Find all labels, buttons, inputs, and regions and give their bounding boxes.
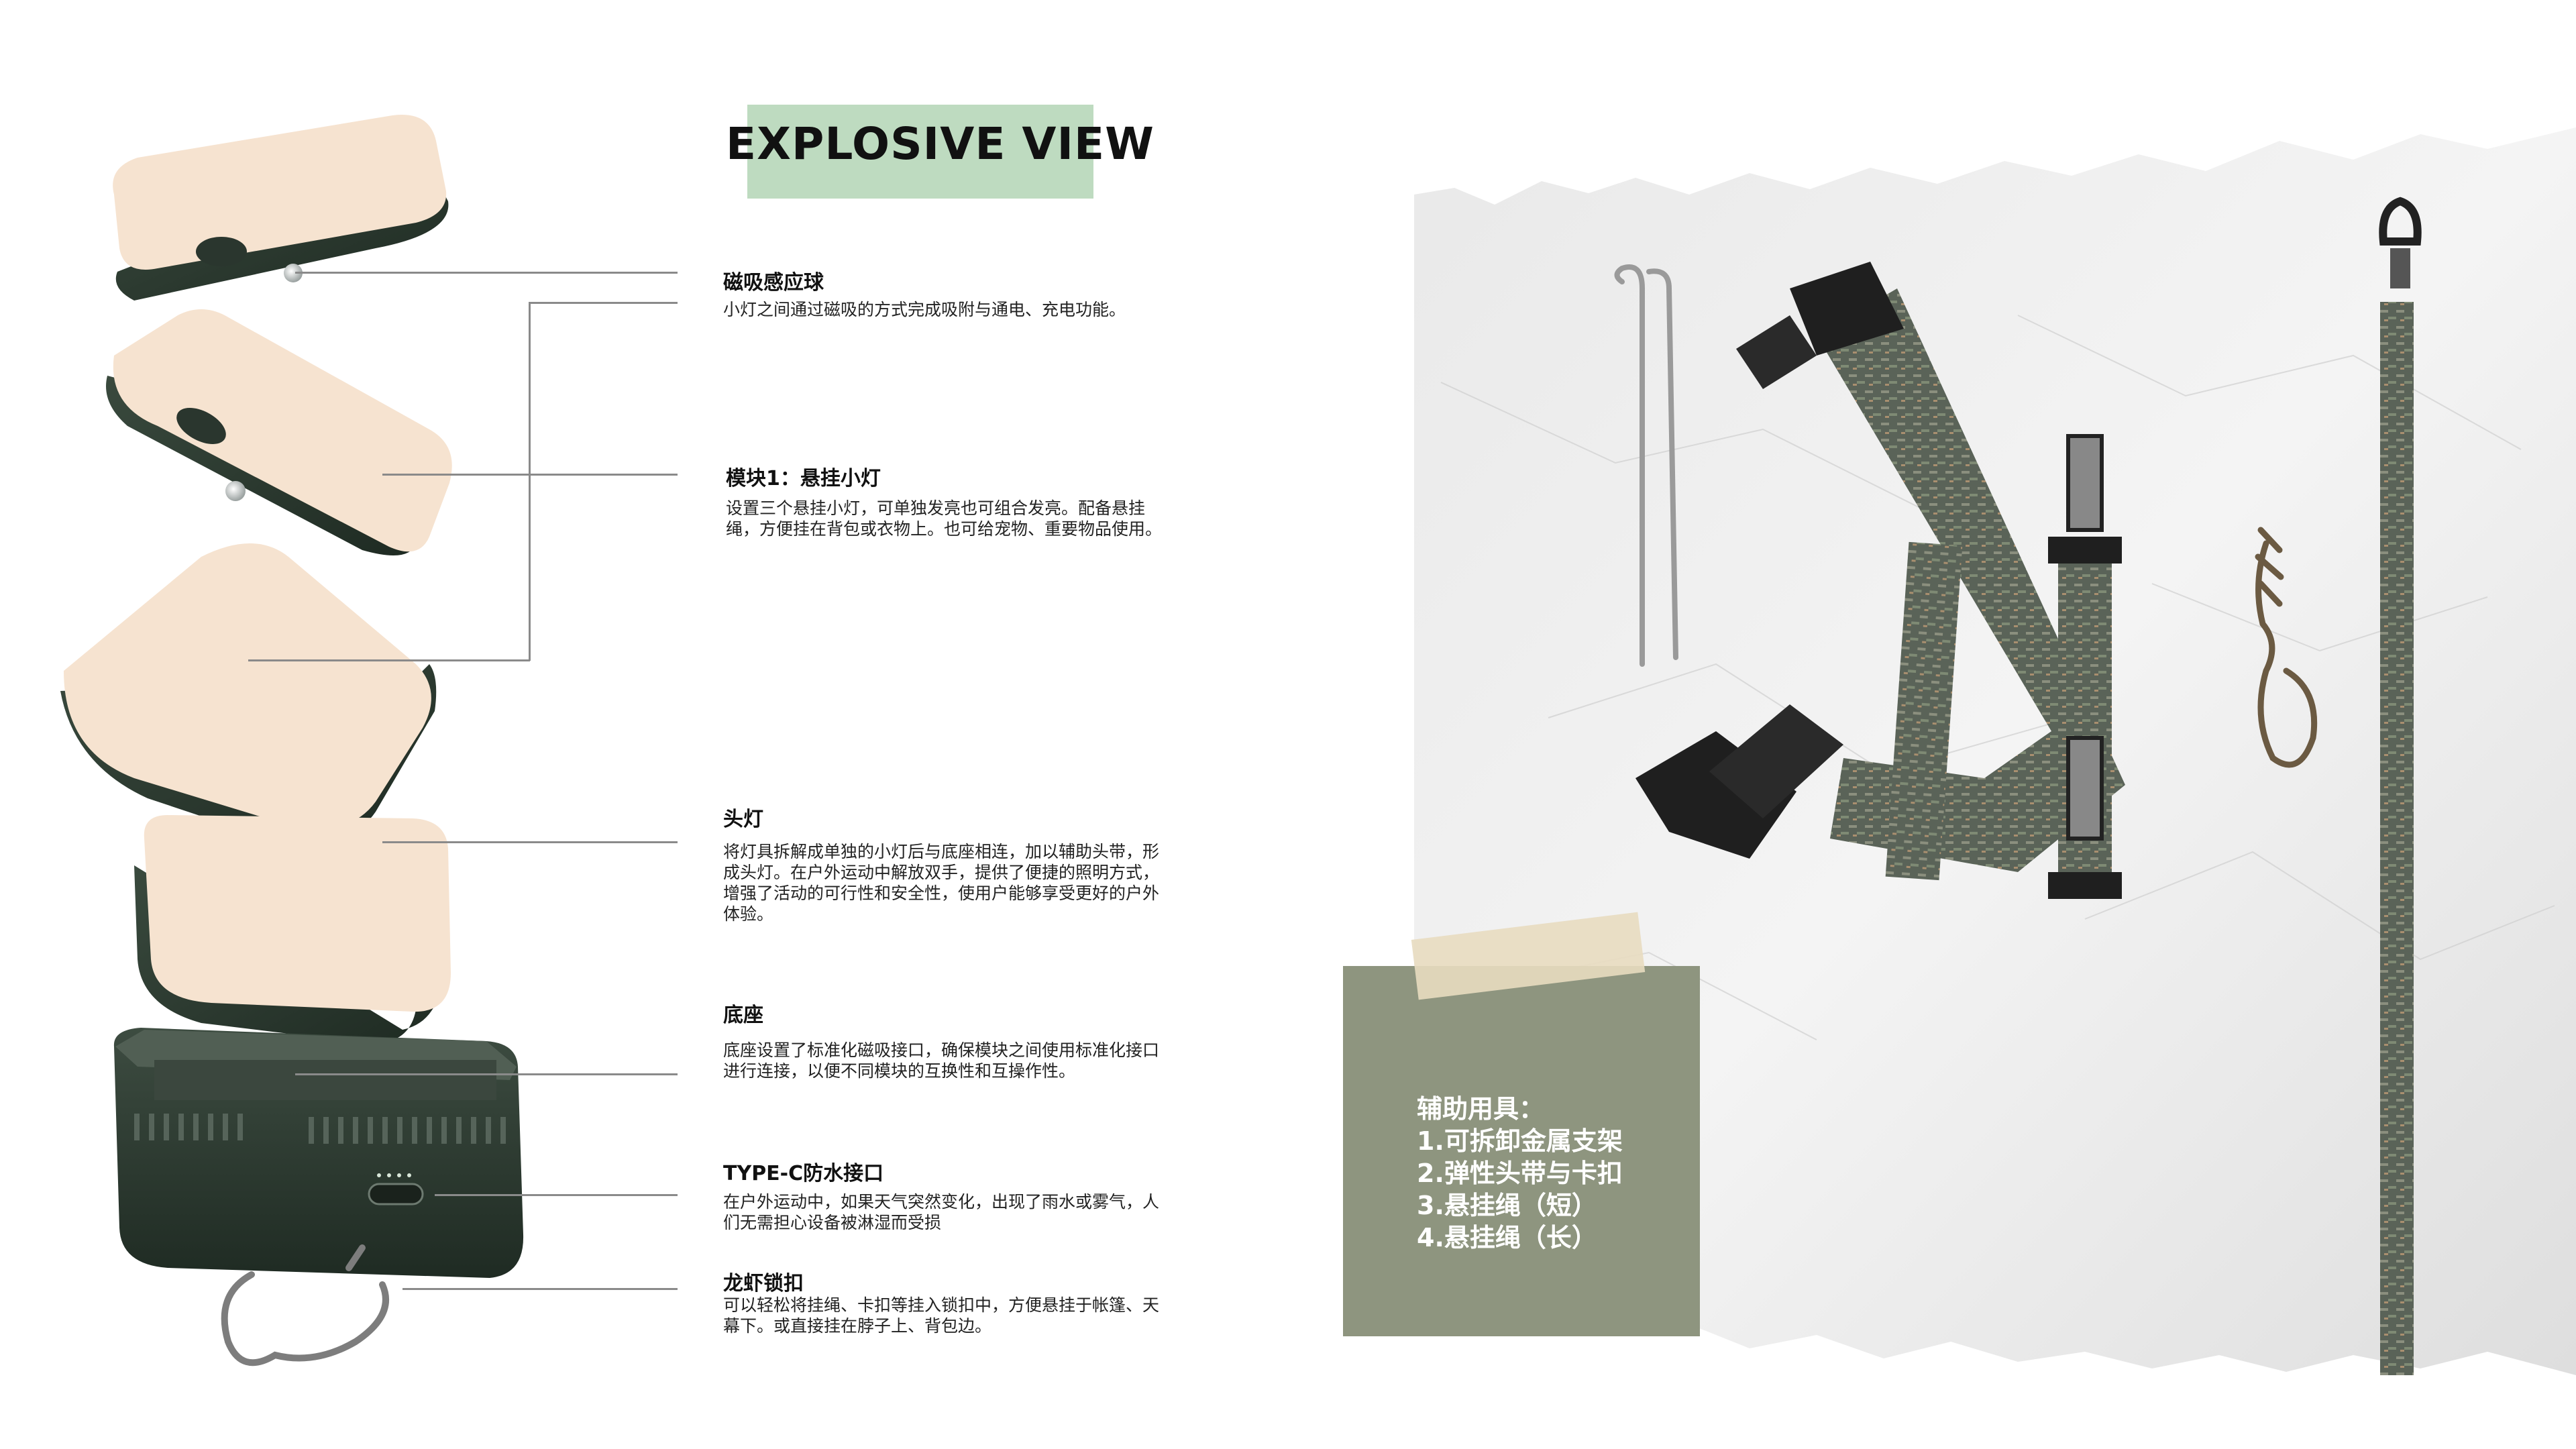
headband-strap (1635, 262, 2125, 872)
annotation-body-lobster-clasp: 可以轻松将挂绳、卡扣等挂入锁扣中，方便悬挂于帐篷、天幕下。或直接挂在脖子上、背包… (723, 1295, 1160, 1336)
lamp-module-top (113, 115, 449, 301)
accessories-item-2: 2.弹性头带与卡扣 (1417, 1159, 1623, 1188)
accessories-item-3: 3.悬挂绳（短） (1417, 1191, 1597, 1220)
leader-line-headlamp (382, 841, 678, 843)
annotation-body-module1: 设置三个悬挂小灯，可单独发亮也可组合发亮。配备悬挂绳，方便挂在背包或衣物上。也可… (726, 498, 1163, 539)
accessories-item-4: 4.悬挂绳（长） (1417, 1223, 1597, 1252)
annotation-heading-magnet-ball: 磁吸感应球 (723, 271, 824, 294)
title-tape (747, 105, 1093, 199)
lamp-module-bottom (60, 543, 437, 842)
accessories-item-1: 1.可拆卸金属支架 (1417, 1126, 1623, 1156)
exploded-product-illustration (0, 0, 724, 1449)
annotation-body-magnet-ball: 小灯之间通过磁吸的方式完成吸附与通电、充电功能。 (723, 300, 1126, 319)
leader-line-module1-bottom (248, 659, 530, 661)
annotation-body-typec: 在户外运动中，如果天气突然变化，出现了雨水或雾气，人们无需担心设备被淋湿而受损 (723, 1192, 1160, 1232)
annotation-heading-base: 底座 (723, 1004, 763, 1027)
short-hanging-rope (2255, 527, 2318, 768)
page-title: EXPLOSIVE VIEW (726, 118, 1155, 170)
annotation-heading-lobster-clasp: 龙虾锁扣 (723, 1272, 804, 1295)
adjuster-strap (1885, 434, 2122, 899)
leader-line-typec (435, 1194, 678, 1196)
annotation-heading-module1: 模块1：悬挂小灯 (726, 467, 881, 490)
annotation-body-base: 底座设置了标准化磁吸接口，确保模块之间使用标准化接口进行连接，以便不同模块的互换… (723, 1040, 1160, 1081)
lamp-module-middle (106, 309, 452, 555)
leader-line-clasp (402, 1288, 678, 1290)
base-module (113, 1028, 524, 1278)
leader-line-module1-horizontal (530, 302, 678, 304)
annotation-heading-headlamp: 头灯 (723, 808, 763, 831)
leader-line-base (295, 1073, 678, 1075)
leader-line-magnet-ball (295, 272, 678, 274)
accessories-card-title: 辅助用具： (1417, 1094, 1545, 1124)
leader-line-module1-vertical (529, 302, 531, 661)
annotation-body-headlamp: 将灯具拆解成单独的小灯后与底座相连，加以辅助头带，形成头灯。在户外运动中解放双手… (723, 842, 1160, 924)
lobster-clasp (221, 1244, 389, 1366)
long-hanging-rope (2379, 197, 2422, 1375)
annotation-heading-typec: TYPE-C防水接口 (723, 1162, 884, 1185)
accessories-card (1343, 966, 1700, 1336)
metal-stand (1614, 264, 1678, 667)
leader-line-module2 (382, 474, 678, 476)
accessories-photo (1414, 114, 2576, 1375)
headlamp-module (134, 815, 451, 1044)
